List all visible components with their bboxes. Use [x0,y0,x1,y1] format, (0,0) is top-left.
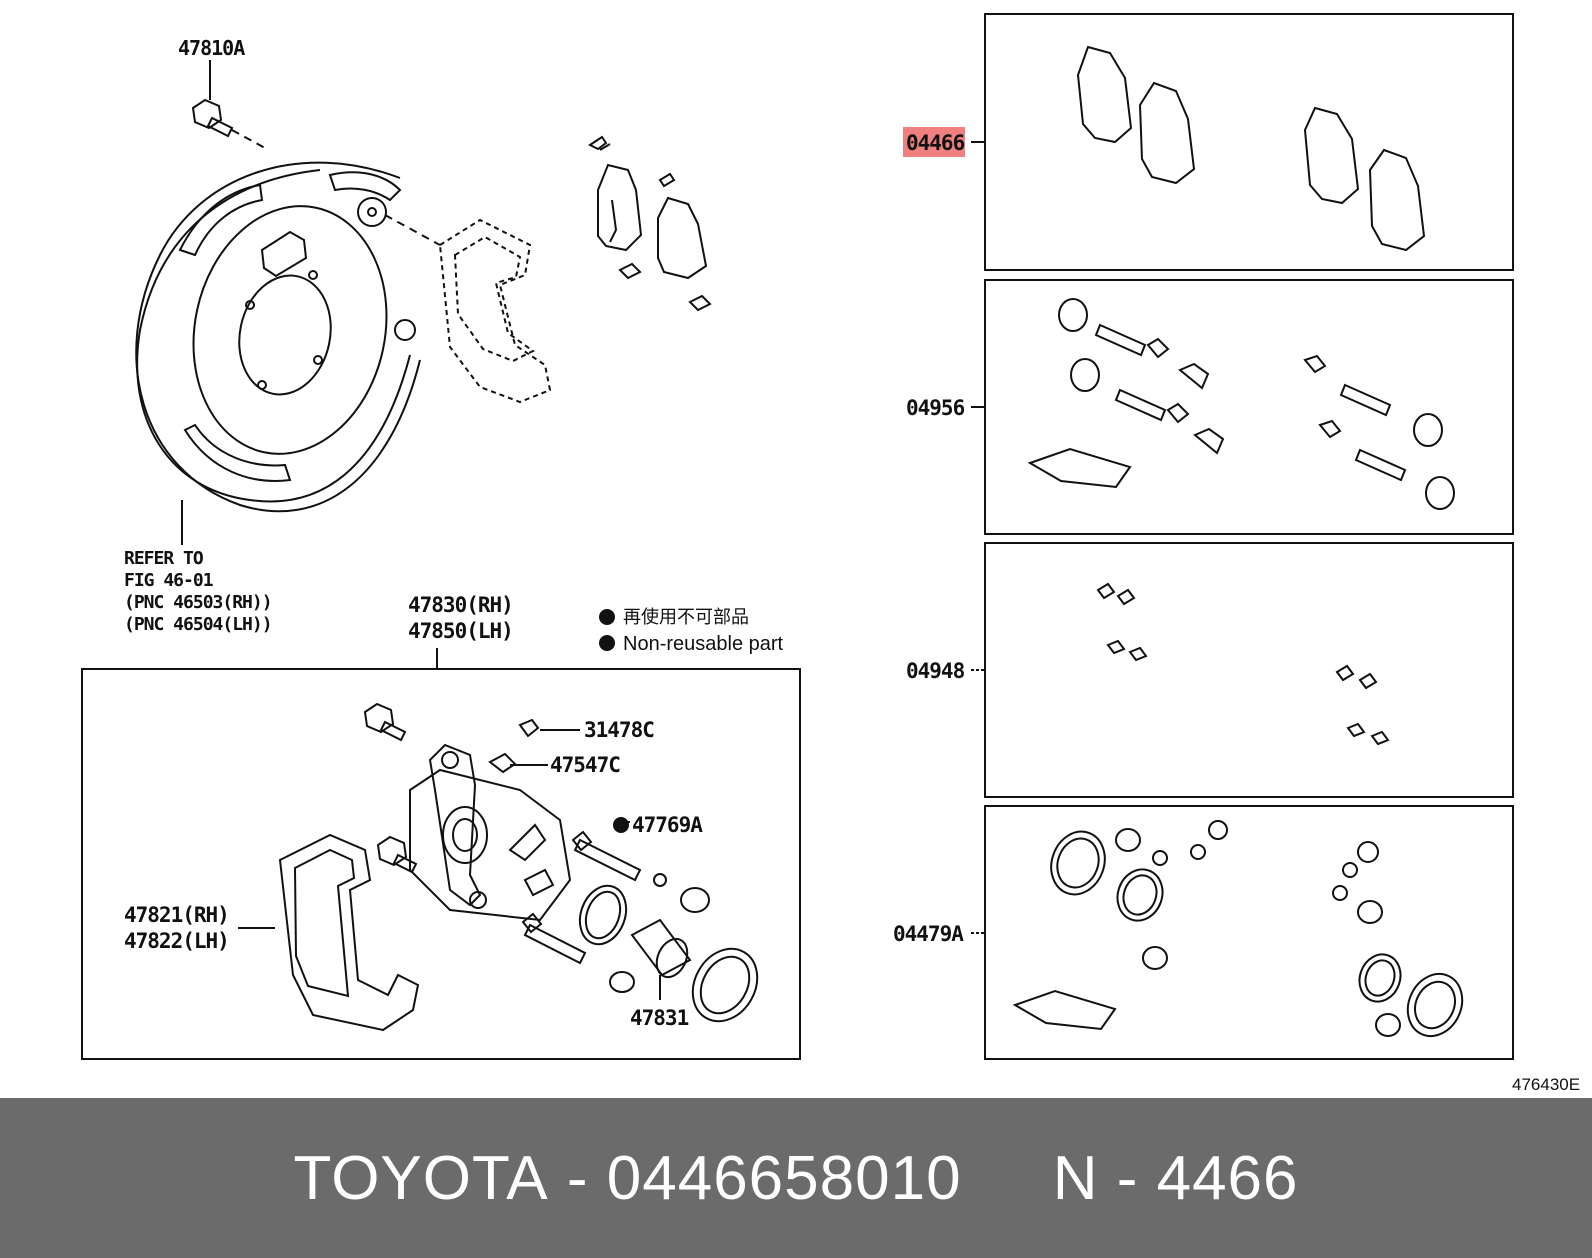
label-04956: 04956 [906,396,965,420]
label-refer-line3: (PNC 46503(RH)) [124,592,272,613]
kit-04479a-seals-part [1012,820,1464,1038]
legend-dot-jp [599,609,615,625]
label-47547c: 47547C [550,753,620,777]
non-reusable-dot [613,817,629,833]
legend-dot-en [599,635,615,651]
highlight-04466 [903,127,965,157]
kit-04948-clips-part [1096,582,1390,746]
backing-plate-part [135,161,421,545]
label-refer-line4: (PNC 46504(LH)) [124,614,272,635]
brake-pads-small-part [588,135,712,312]
label-refer-line2: FIG 46-01 [124,570,213,591]
parts-diagram: 47810A REFER TO FIG 46-01 (PNC 46503(RH)… [81,13,1580,1094]
label-31478c: 31478C [584,718,654,742]
caliper-assembly-box [81,668,801,1060]
kit-box-04948 [984,542,1514,798]
piston-seals-part [578,873,759,1023]
kit-box-04956 [984,279,1514,535]
label-47821rh: 47821(RH) [124,903,229,927]
footer-brand: TOYOTA [293,1143,549,1213]
caliper-body-part [409,743,572,922]
bolt-47810a-part [191,60,234,138]
label-47822lh: 47822(LH) [124,929,229,953]
label-47830rh: 47830(RH) [408,593,513,617]
legend-jp: 再使用不可部品 [623,607,749,627]
figure-code: 476430E [1512,1075,1580,1094]
kit-04466-pads-part [1076,45,1426,252]
label-47831: 47831 [630,1006,689,1030]
kit-box-04466 [984,13,1514,271]
label-04948: 04948 [906,659,965,683]
legend-en: Non-reusable part [623,633,784,655]
label-04479a: 04479A [893,922,964,946]
label-04466: 04466 [906,131,965,155]
footer-ref: N - 4466 [1052,1143,1299,1213]
footer-spacer [962,1143,1053,1214]
label-47769a: 47769A [632,813,703,837]
label-47810a: 47810A [178,36,245,60]
caliper-mount-dashed-part [438,218,552,404]
caliper-bracket-part [238,833,420,1032]
kit-04956-pins-part [1027,298,1455,510]
footer-sep-1: - [548,1143,607,1213]
caliper-bolts-part [363,702,642,965]
footer-part-number: 0446658010 [606,1143,962,1213]
label-refer-line1: REFER TO [124,548,204,569]
label-47850lh: 47850(LH) [408,619,513,643]
kit-box-04479a [984,805,1514,1060]
footer-bar: TOYOTA - 0446658010 N - 4466 [0,1098,1592,1258]
